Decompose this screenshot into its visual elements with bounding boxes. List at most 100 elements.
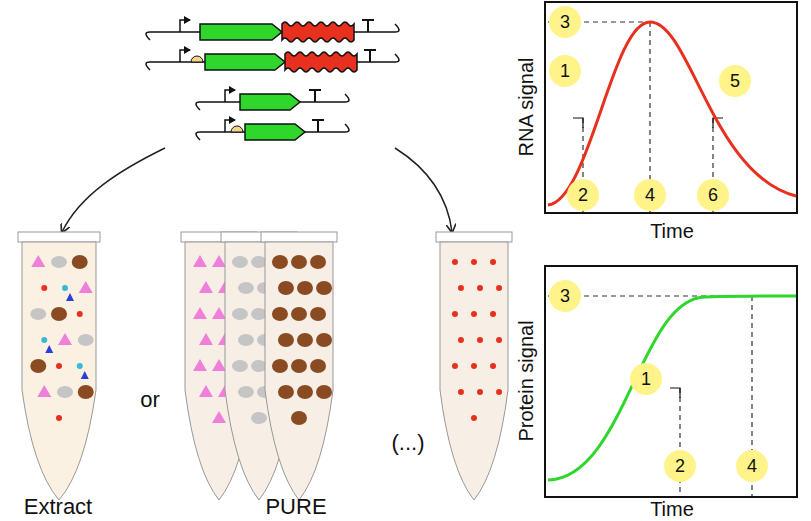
particle <box>452 259 458 265</box>
promoter <box>180 50 190 62</box>
particle <box>30 308 46 320</box>
tube-body <box>22 242 96 500</box>
particle <box>291 359 307 373</box>
callout-circle: 1 <box>630 363 662 395</box>
particle <box>193 255 207 267</box>
particle <box>199 385 213 397</box>
callout-circle: 2 <box>664 450 696 482</box>
particle <box>72 255 88 269</box>
particle <box>77 363 83 369</box>
particle <box>37 385 51 397</box>
particle <box>471 363 477 369</box>
particle <box>291 307 307 321</box>
particle <box>41 337 47 343</box>
particle <box>78 385 94 399</box>
particle <box>193 307 207 319</box>
callout-number: 1 <box>560 62 570 80</box>
particle <box>297 333 313 347</box>
gene <box>245 124 305 140</box>
callout-number: 3 <box>560 287 570 305</box>
particle <box>471 259 477 265</box>
backbone <box>196 124 349 140</box>
particle <box>291 411 307 425</box>
callout-circle: 4 <box>634 179 666 211</box>
particle <box>278 281 294 295</box>
rna-plot <box>545 2 797 213</box>
axis-label: RNA signal <box>516 58 536 157</box>
gene <box>205 54 285 70</box>
particle <box>238 386 254 398</box>
particle <box>232 360 248 372</box>
gene <box>240 94 300 110</box>
particle <box>452 363 458 369</box>
particle <box>496 285 502 291</box>
tube-label: PURE <box>265 496 326 518</box>
particle <box>51 307 67 321</box>
tubes <box>18 232 512 500</box>
particle <box>458 285 464 291</box>
particle <box>278 385 294 399</box>
terminator <box>312 120 324 132</box>
particle <box>272 307 288 321</box>
particle <box>297 281 313 295</box>
callout-circle: 5 <box>719 65 751 97</box>
promoter <box>225 90 235 102</box>
callout-number: 4 <box>645 186 655 204</box>
callout-circle: 6 <box>697 179 729 211</box>
particle <box>310 255 326 269</box>
particle <box>310 307 326 321</box>
callout-number: 2 <box>578 186 588 204</box>
callout-number: 6 <box>708 186 718 204</box>
particle <box>56 363 62 369</box>
protein-plot <box>545 266 797 497</box>
particle <box>471 311 477 317</box>
tube-lip <box>261 232 337 242</box>
particle <box>471 415 477 421</box>
particle <box>212 255 226 267</box>
backbone <box>146 24 399 40</box>
rbs <box>191 56 203 62</box>
particle <box>77 311 83 317</box>
particle <box>458 337 464 343</box>
particle <box>199 333 213 345</box>
particle <box>78 334 94 346</box>
particle <box>458 389 464 395</box>
particle <box>58 333 72 345</box>
particle <box>251 412 267 424</box>
particle <box>232 256 248 268</box>
particle <box>316 333 332 347</box>
particle <box>316 281 332 295</box>
tube-body <box>440 242 508 500</box>
particle <box>272 255 288 269</box>
tube-label: Extract <box>24 496 92 518</box>
callout-circle: 3 <box>549 280 581 312</box>
aptamer <box>282 22 354 42</box>
gene <box>200 24 282 40</box>
particle <box>51 256 67 268</box>
particle <box>31 255 45 267</box>
particle <box>297 385 313 399</box>
particle <box>452 311 458 317</box>
backbone <box>196 94 349 110</box>
terminator <box>362 20 374 32</box>
particle <box>496 337 502 343</box>
particle <box>212 359 226 371</box>
text-label: or <box>140 389 160 411</box>
tube-lip <box>18 232 100 242</box>
gene-constructs <box>146 20 399 140</box>
terminator <box>309 90 321 102</box>
particle <box>310 359 326 373</box>
particle <box>212 307 226 319</box>
tube-body <box>265 242 333 500</box>
particle <box>199 281 213 293</box>
tube-lip <box>436 232 512 242</box>
rbs <box>231 126 243 132</box>
axis-label: Protein signal <box>516 320 536 441</box>
terminator <box>364 50 376 62</box>
promoter <box>180 20 190 32</box>
particle <box>477 337 483 343</box>
callout-number: 3 <box>560 13 570 31</box>
particle <box>238 282 254 294</box>
axis-label: Time <box>650 499 694 519</box>
